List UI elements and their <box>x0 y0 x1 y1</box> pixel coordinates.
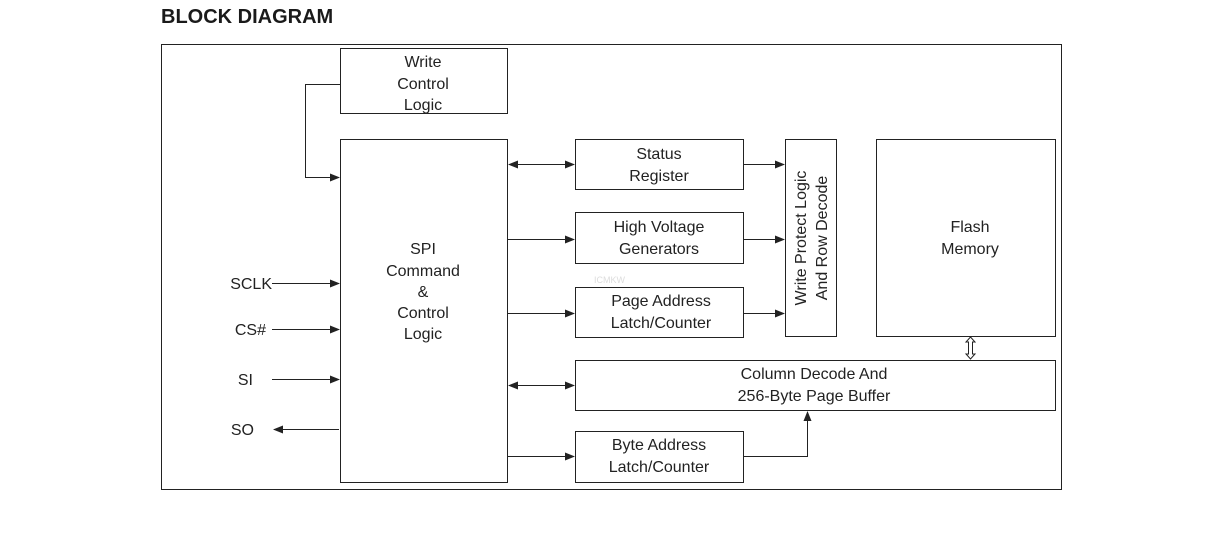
pa-label-2: Latch/Counter <box>611 315 712 332</box>
outer-frame <box>161 44 1062 490</box>
spi-label-5: Logic <box>404 326 442 343</box>
wcl-label-3: Logic <box>404 97 442 114</box>
flash-memory-block <box>876 139 1056 337</box>
wcl-label-2: Control <box>397 76 449 93</box>
wcl-label-1: Write <box>404 54 441 71</box>
write-protect-block <box>785 139 837 337</box>
column-label-2: 256-Byte Page Buffer <box>738 388 891 405</box>
write-control-logic-block <box>340 48 508 114</box>
flash-label-1: Flash <box>950 219 989 236</box>
high-voltage-block <box>575 212 744 264</box>
spi-label-3: & <box>418 284 429 301</box>
status-label-2: Register <box>629 168 689 185</box>
wcl-to-spi-connector <box>305 84 340 182</box>
byte-label-2: Latch/Counter <box>609 459 710 476</box>
byte-address-block <box>575 431 744 483</box>
diagram-title: BLOCK DIAGRAM <box>161 6 334 28</box>
flash-column-hollow-arrow <box>964 336 977 360</box>
column-label-1: Column Decode And <box>741 366 888 383</box>
status-label-1: Status <box>636 146 681 163</box>
spi-label-4: Control <box>397 305 449 322</box>
watermark-text: ICMKW <box>594 275 626 285</box>
hv-label-1: High Voltage <box>614 219 705 236</box>
byte-label-1: Byte Address <box>612 437 706 454</box>
byte-to-column-arrow <box>744 411 812 457</box>
hv-label-2: Generators <box>619 241 699 258</box>
status-register-block <box>575 139 744 190</box>
column-decode-block <box>575 360 1056 411</box>
pa-label-1: Page Address <box>611 293 711 310</box>
signal-so: SO <box>231 422 254 439</box>
spi-label-1: SPI <box>410 241 436 258</box>
spi-label-2: Command <box>386 263 460 280</box>
wp-label-1: Write Protect Logic <box>793 171 810 306</box>
signal-cs: CS# <box>235 322 266 339</box>
signal-sclk: SCLK <box>230 276 272 293</box>
spi-command-control-block <box>340 139 508 483</box>
signal-si: SI <box>238 372 253 389</box>
page-address-block <box>575 287 744 338</box>
flash-label-2: Memory <box>941 241 999 258</box>
wp-label-2: And Row Decode <box>814 176 831 301</box>
